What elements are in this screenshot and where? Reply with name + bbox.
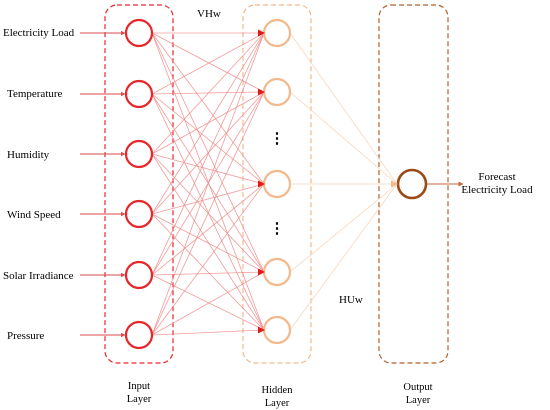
input-hidden-connections bbox=[151, 32, 265, 336]
edge-hidden-1-output bbox=[289, 91, 398, 185]
output-label-line-1: Forecast bbox=[478, 171, 515, 183]
hidden-layer-caption-1: Hidden bbox=[262, 385, 294, 396]
input-label-humidity: Humidity bbox=[7, 149, 50, 161]
edge-input-3-hidden-1 bbox=[151, 91, 265, 215]
edge-input-5-hidden-0 bbox=[151, 32, 265, 336]
weight-label-vhw: VHw bbox=[197, 8, 221, 20]
hidden-output-connections bbox=[289, 32, 398, 331]
edge-input-0-hidden-1 bbox=[151, 32, 265, 93]
hidden-node-0-arrowhead bbox=[258, 29, 265, 37]
input-label-solar-irradiance: Solar Irradiance bbox=[3, 270, 74, 282]
output-node-arrowhead bbox=[391, 180, 398, 188]
input-node-4 bbox=[124, 260, 154, 290]
hidden-node-3-arrowhead bbox=[258, 268, 265, 276]
output-label-line-2: Electricity Load bbox=[461, 184, 533, 196]
edge-input-3-hidden-0 bbox=[151, 32, 265, 215]
edge-input-5-hidden-3 bbox=[151, 271, 265, 336]
edge-input-5-hidden-4 bbox=[151, 329, 265, 336]
output-nodes bbox=[391, 168, 428, 200]
edge-input-5-hidden-1 bbox=[151, 91, 265, 336]
input-nodes bbox=[124, 18, 154, 350]
hidden-node-0 bbox=[262, 18, 292, 48]
input-labels: Electricity Load Temperature Humidity Wi… bbox=[3, 27, 75, 342]
edge-input-5-hidden-2 bbox=[151, 183, 265, 336]
hidden-layer-caption-2: Layer bbox=[265, 398, 290, 409]
edge-input-4-hidden-2 bbox=[151, 183, 265, 276]
input-label-electricity-load: Electricity Load bbox=[3, 27, 75, 39]
edge-input-2-hidden-2 bbox=[151, 153, 265, 185]
output-layer-caption-1: Output bbox=[403, 382, 432, 393]
hidden-ellipsis-lower: ⋮ bbox=[270, 221, 285, 237]
edge-input-3-hidden-4 bbox=[151, 213, 265, 331]
edge-hidden-4-output bbox=[289, 183, 398, 331]
edge-input-4-hidden-4 bbox=[151, 274, 265, 331]
edge-input-1-hidden-2 bbox=[151, 93, 265, 185]
input-node-0 bbox=[124, 18, 154, 48]
input-label-pressure: Pressure bbox=[7, 330, 44, 342]
input-node-5 bbox=[124, 320, 154, 350]
edge-input-3-hidden-3 bbox=[151, 213, 265, 273]
edge-input-0-hidden-2 bbox=[151, 32, 265, 185]
input-layer-caption-1: Input bbox=[128, 381, 150, 392]
hidden-node-3 bbox=[262, 257, 292, 287]
output-layer-caption-2: Layer bbox=[406, 395, 431, 406]
edge-input-4-hidden-3 bbox=[151, 271, 265, 276]
hidden-ellipsis-upper: ⋮ bbox=[270, 131, 285, 147]
hidden-node-4-arrowhead bbox=[258, 326, 265, 334]
weight-label-huw: HUw bbox=[339, 294, 363, 306]
edge-input-1-hidden-0 bbox=[151, 32, 265, 95]
input-node-1 bbox=[124, 79, 154, 109]
edge-input-4-hidden-0 bbox=[151, 32, 265, 276]
input-layer-caption-2: Layer bbox=[127, 394, 152, 405]
edge-input-3-hidden-2 bbox=[151, 183, 265, 215]
edge-hidden-0-output bbox=[289, 32, 398, 185]
hidden-nodes bbox=[258, 18, 292, 345]
edge-input-0-hidden-4 bbox=[151, 32, 265, 331]
hidden-node-1-arrowhead bbox=[258, 88, 265, 96]
hidden-node-2 bbox=[262, 169, 292, 199]
input-node-2 bbox=[124, 139, 154, 169]
input-layer-box bbox=[104, 4, 174, 364]
hidden-node-2-arrowhead bbox=[258, 180, 265, 188]
edge-hidden-3-output bbox=[289, 183, 398, 273]
input-node-3 bbox=[124, 199, 154, 229]
hidden-node-4 bbox=[262, 315, 292, 345]
input-label-temperature: Temperature bbox=[7, 88, 63, 100]
edge-input-2-hidden-0 bbox=[151, 32, 265, 155]
input-arrows bbox=[80, 30, 126, 338]
hidden-node-1 bbox=[262, 77, 292, 107]
input-label-wind-speed: Wind Speed bbox=[7, 209, 61, 221]
output-node bbox=[396, 168, 428, 200]
